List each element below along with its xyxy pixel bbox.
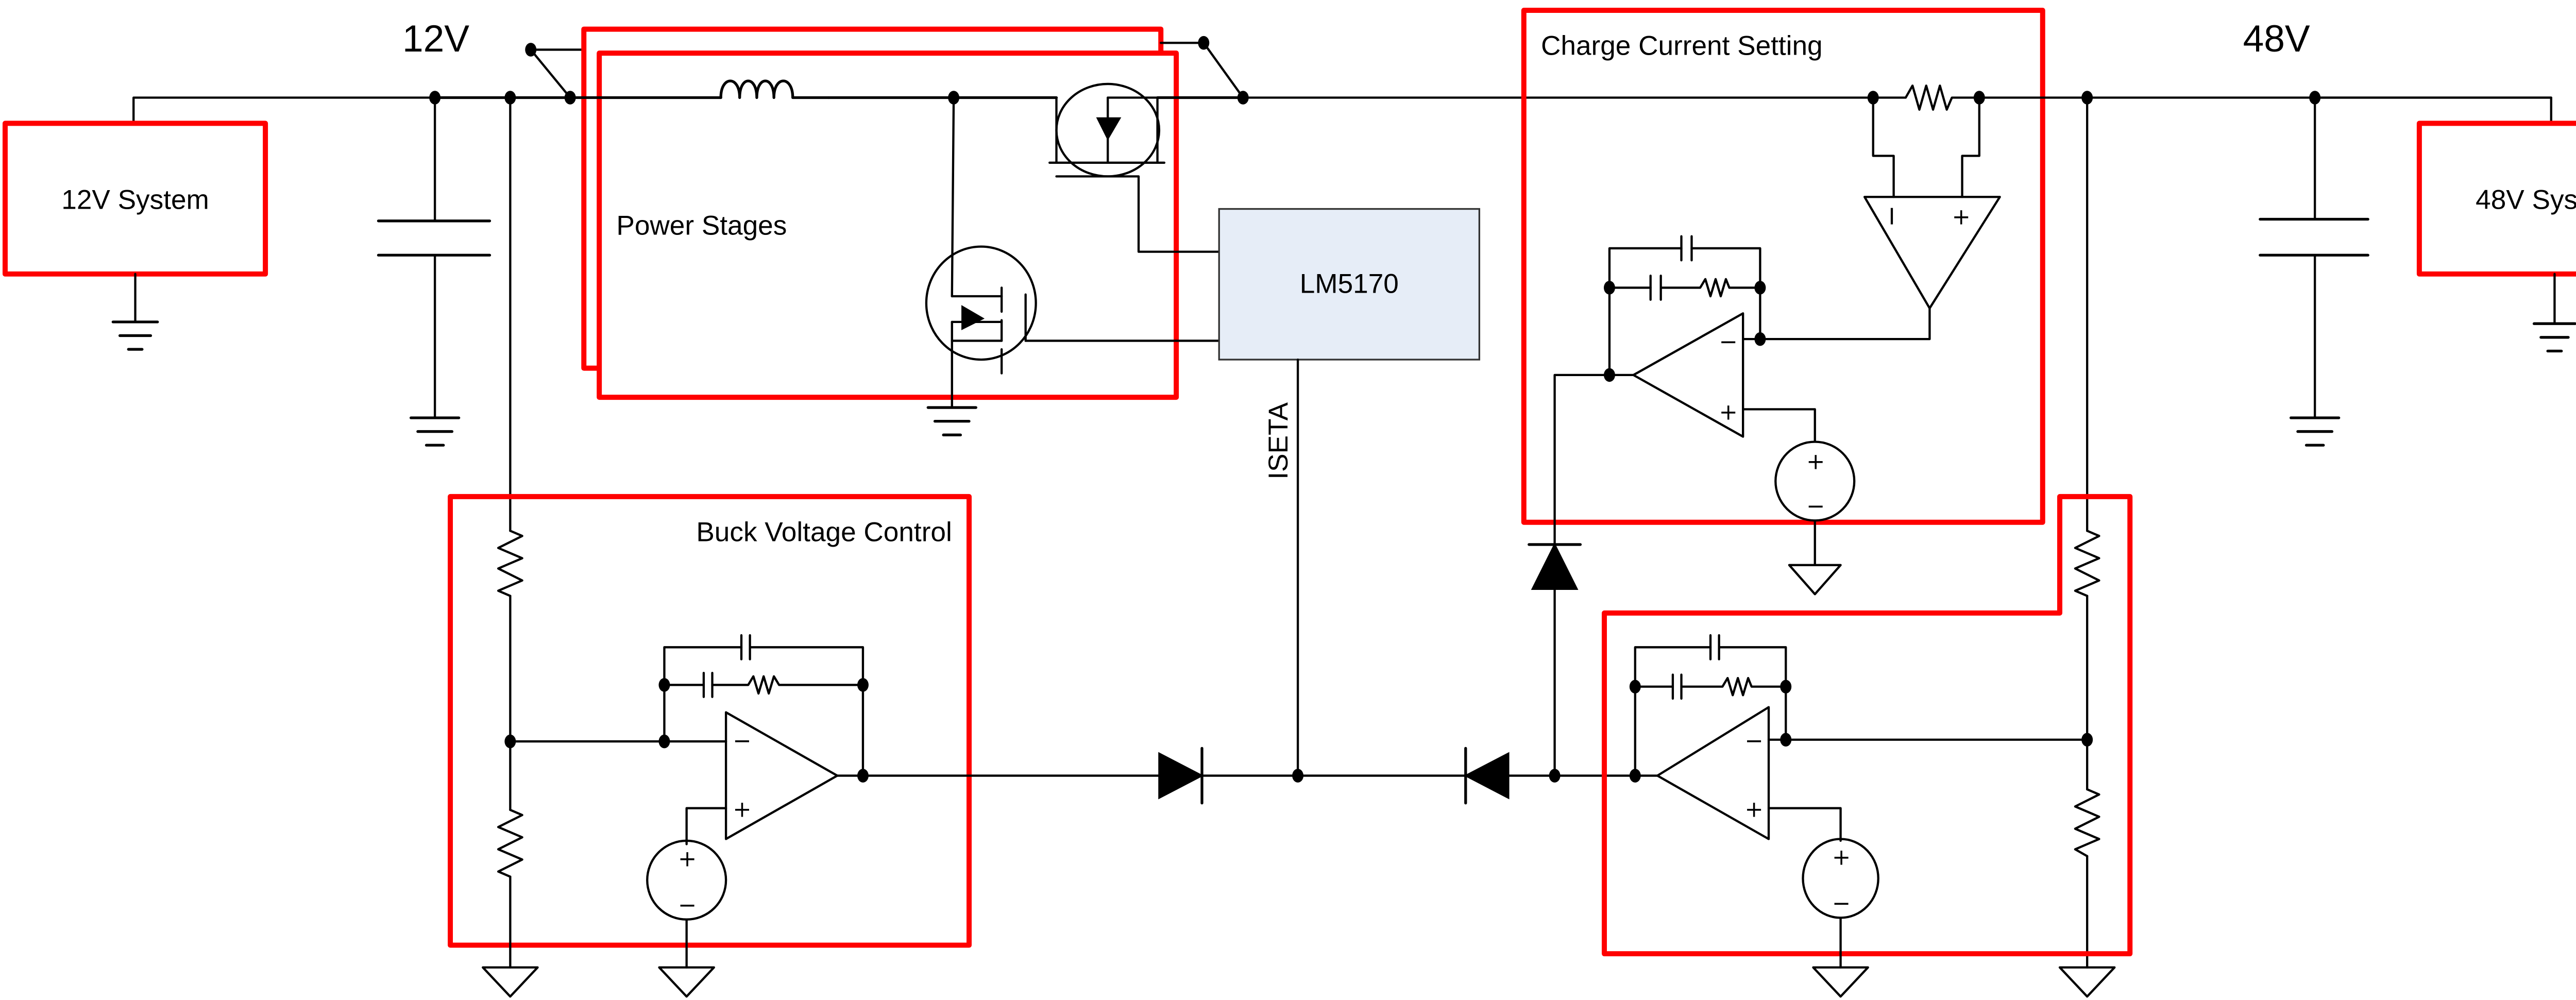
block-12v-system: 12V System (2, 121, 268, 324)
voltage-source-charge-ref-icon: + − (1774, 440, 1856, 566)
disconnect-switch-48v (1160, 36, 1249, 105)
svg-text:−: − (733, 728, 751, 754)
block-12v-system-label: 12V System (61, 185, 209, 215)
wire-12v-divider (504, 91, 516, 532)
top-rail-12v (132, 96, 572, 125)
voltage-divider-48v (2074, 91, 2100, 969)
diode-vertical-icon (1528, 543, 1582, 775)
ground-icon (111, 320, 159, 351)
capacitor-12v-bulk (377, 91, 492, 419)
diode-boost-or-icon (1464, 747, 1659, 805)
mosfet-low-side-icon (925, 96, 1221, 409)
svg-text:−: − (1832, 891, 1851, 917)
svg-text:−: − (1744, 728, 1763, 754)
voltage-divider-12v (497, 530, 523, 969)
current-sense-amplifier-icon: I + (1760, 196, 2001, 341)
block-buck-voltage-control: Buck Voltage Control (448, 494, 972, 948)
rail-label-48v: 48V (2243, 18, 2310, 60)
svg-text:−: − (678, 892, 697, 918)
ground-icon (2532, 322, 2576, 353)
voltage-source-boost-ref-icon: + − (1802, 838, 1879, 969)
rail-label-12v: 12V (402, 18, 469, 60)
disconnect-switch-12v (525, 43, 585, 105)
svg-text:+: + (1806, 449, 1825, 475)
sense-resistor-icon (1867, 84, 1985, 198)
ground-icon (409, 416, 461, 447)
svg-text:+: + (1744, 796, 1763, 822)
inductor-icon (719, 79, 831, 99)
ground-triangle-icon (658, 966, 715, 998)
svg-text:+: + (733, 796, 751, 822)
ground-icon (926, 406, 977, 436)
svg-text:−: − (1806, 494, 1825, 519)
diode-buck-or-icon (1158, 747, 1467, 805)
block-boost-voltage-control (1601, 494, 2133, 957)
voltage-source-buck-ref-icon: + − (646, 839, 727, 969)
opamp-boost-voltage-icon: − + (1629, 634, 2089, 842)
ground-triangle-icon (2058, 966, 2116, 998)
block-charge-current-setting-label: Charge Current Setting (1541, 30, 1823, 61)
signal-label-iseta: ISETA (1263, 402, 1294, 479)
svg-text:+: + (1719, 399, 1738, 425)
ic-lm5170-label: LM5170 (1300, 268, 1399, 299)
mosfet-high-side-icon (1048, 82, 1221, 253)
svg-text:+: + (678, 846, 697, 872)
svg-text:+: + (1952, 204, 1971, 230)
ground-triangle-icon (1788, 564, 1842, 596)
svg-text:+: + (1832, 844, 1851, 870)
block-power-stages: Power Stages (581, 26, 1179, 400)
ground-icon (2289, 416, 2341, 447)
svg-text:−: − (1719, 329, 1738, 355)
block-48v-system: 48V System (2313, 96, 2576, 325)
block-buck-voltage-control-label: Buck Voltage Control (696, 517, 952, 547)
block-charge-current-setting: Charge Current Setting (1521, 8, 2045, 525)
block-power-stages-label: Power Stages (616, 210, 787, 241)
ground-triangle-icon (482, 966, 539, 998)
svg-text:I: I (1889, 204, 1895, 230)
ground-triangle-icon (1812, 966, 1869, 998)
opamp-charge-current-icon: − + (1553, 235, 1816, 546)
block-48v-system-label: 48V System (2476, 185, 2576, 215)
ic-lm5170: LM5170 (1218, 208, 1481, 361)
opamp-buck-voltage-icon: − + (509, 634, 1161, 845)
capacitor-48v-bulk (2259, 91, 2369, 419)
